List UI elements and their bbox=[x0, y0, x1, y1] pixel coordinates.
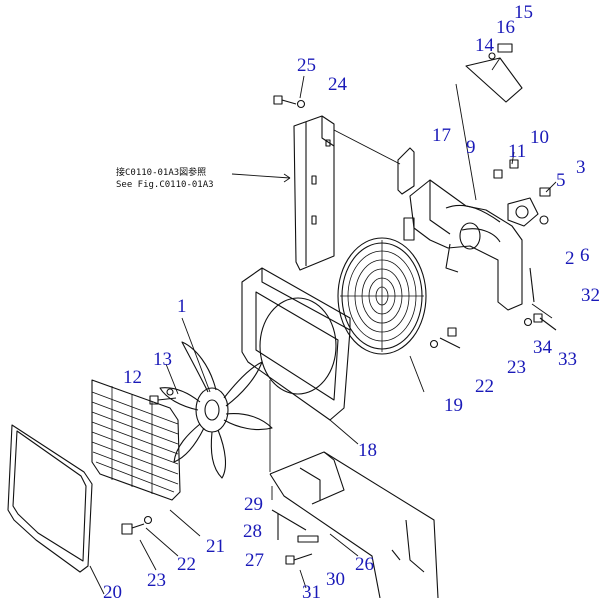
callout-23-lower: 23 bbox=[147, 570, 166, 591]
callout-12: 12 bbox=[123, 367, 142, 388]
callout-28: 28 bbox=[243, 521, 262, 542]
callout-24: 24 bbox=[328, 74, 348, 95]
bolt-23 bbox=[121, 515, 153, 535]
callout-22-upper: 22 bbox=[475, 376, 494, 397]
callout-17: 17 bbox=[432, 125, 451, 146]
bracket-assembly bbox=[403, 179, 523, 311]
callout-labels: 15 16 14 25 24 17 9 10 11 3 5 2 6 32 1 1… bbox=[103, 2, 600, 598]
callout-20: 20 bbox=[103, 582, 122, 598]
callout-2: 2 bbox=[565, 248, 575, 269]
callout-31: 31 bbox=[302, 582, 321, 598]
side-plate bbox=[293, 115, 335, 271]
callout-13: 13 bbox=[153, 349, 172, 370]
fan-shroud bbox=[241, 267, 351, 421]
callout-25: 25 bbox=[297, 55, 316, 76]
bolt-33 bbox=[523, 313, 557, 331]
callout-14: 14 bbox=[475, 35, 495, 56]
callout-22-lower: 22 bbox=[177, 554, 196, 575]
front-grille bbox=[91, 379, 181, 501]
hinge-17 bbox=[397, 147, 415, 195]
callout-33: 33 bbox=[558, 349, 577, 370]
callout-6: 6 bbox=[580, 245, 590, 266]
callout-26: 26 bbox=[355, 554, 374, 575]
bolt-12 bbox=[149, 388, 177, 405]
callout-16: 16 bbox=[496, 17, 515, 38]
fan-guard bbox=[337, 237, 427, 355]
callout-9: 9 bbox=[466, 137, 476, 158]
callout-32: 32 bbox=[581, 285, 600, 306]
seal-gasket bbox=[7, 424, 93, 573]
callout-30: 30 bbox=[326, 569, 345, 590]
callout-1: 1 bbox=[177, 296, 187, 317]
callout-10: 10 bbox=[530, 127, 549, 148]
callout-34: 34 bbox=[533, 337, 553, 358]
callout-21: 21 bbox=[206, 536, 225, 557]
callout-5: 5 bbox=[556, 170, 566, 191]
leader-lines bbox=[89, 57, 557, 595]
callout-23-upper: 23 bbox=[507, 357, 526, 378]
rod-29 bbox=[271, 509, 319, 565]
callout-29: 29 bbox=[244, 494, 263, 515]
cover-plate bbox=[465, 43, 523, 103]
callout-3: 3 bbox=[576, 157, 586, 178]
reference-note-line1: 接C0110-01A3図参照 bbox=[116, 166, 206, 178]
bolt-25 bbox=[273, 95, 306, 109]
callout-11: 11 bbox=[508, 141, 526, 162]
callout-18: 18 bbox=[358, 440, 377, 461]
callout-19: 19 bbox=[444, 395, 463, 416]
bolt-19 bbox=[429, 327, 461, 349]
reference-note-line2: See Fig.C0110-01A3 bbox=[116, 180, 214, 190]
fan bbox=[159, 341, 273, 479]
callout-15: 15 bbox=[514, 2, 533, 23]
frame-base bbox=[269, 451, 439, 598]
damper-parts bbox=[493, 159, 551, 303]
callout-27: 27 bbox=[245, 550, 264, 571]
